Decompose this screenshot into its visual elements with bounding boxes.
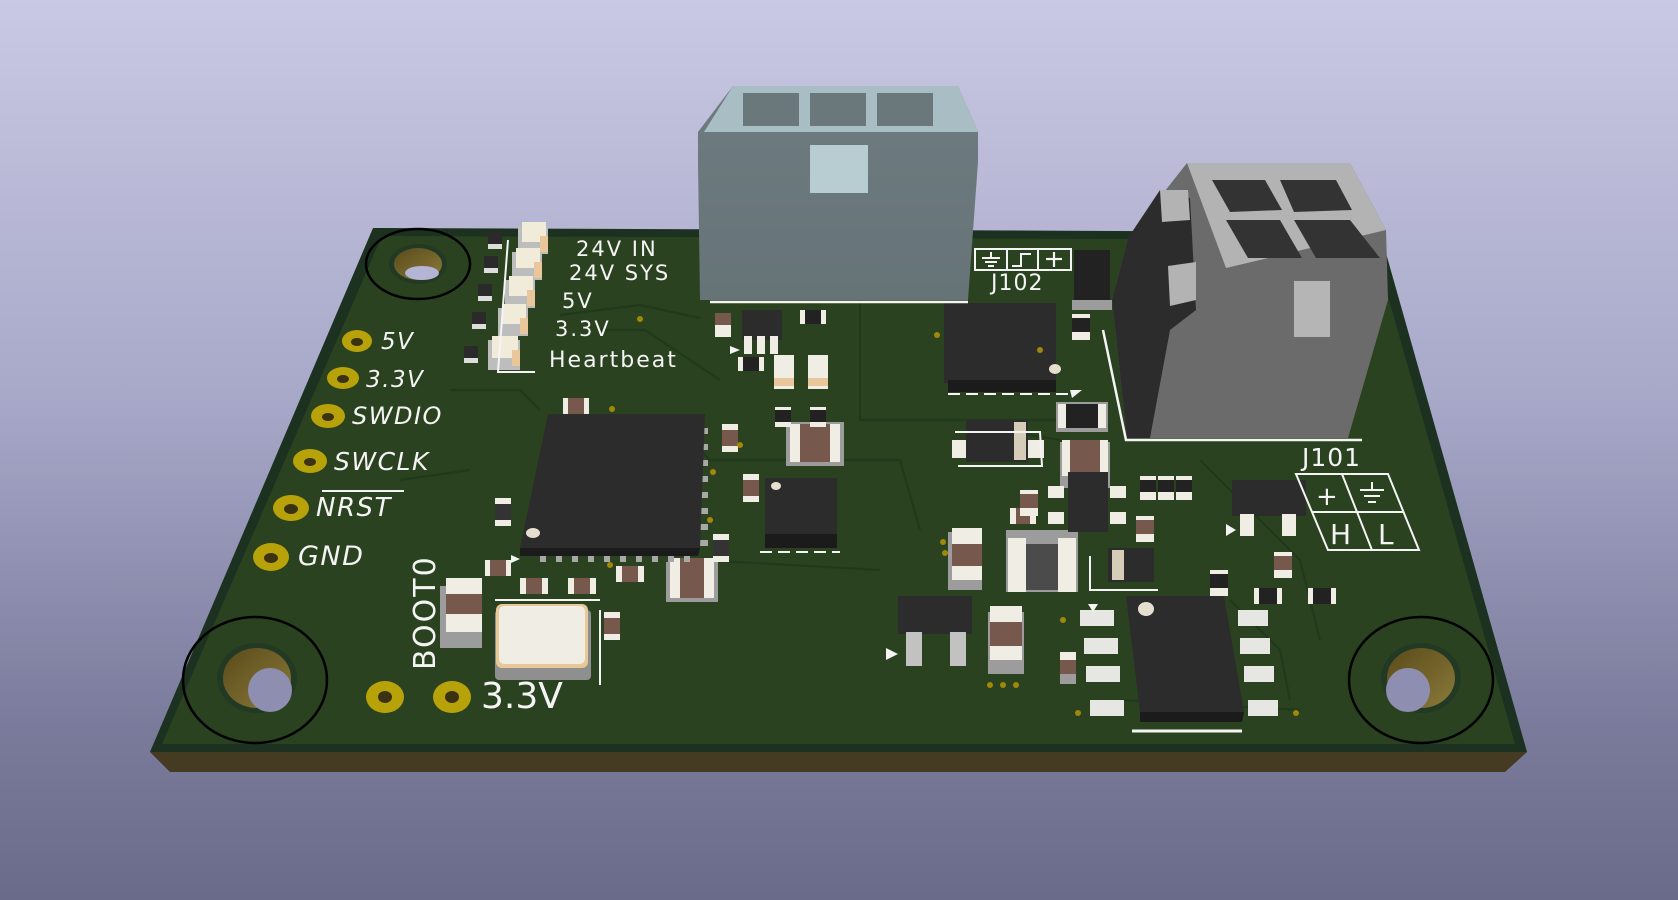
j101-ref-label: J101	[1300, 443, 1361, 472]
j102-legend: J102	[974, 248, 1072, 296]
status-leds	[464, 222, 548, 373]
led-5v	[478, 276, 535, 308]
boot0-3v3-label: 3.3V	[481, 676, 563, 717]
pin-label-nrst: NRST	[316, 493, 393, 523]
led-heartbeat	[464, 336, 520, 370]
bulk-capacitor	[440, 578, 482, 648]
pad-swdio	[311, 404, 345, 428]
mounting-hole-bottom-left	[181, 615, 329, 745]
j101-pin-plus: +	[1316, 482, 1338, 512]
board-edge	[150, 752, 1527, 772]
label-24v-sys: 24V SYS	[569, 261, 670, 285]
debug-header: 5V 3.3V SWDIO SWCLK NRST GND	[253, 329, 443, 572]
transistor-sot23-c	[1089, 548, 1158, 591]
pad-nrst	[273, 495, 309, 521]
regulator-sot23-5	[730, 310, 782, 354]
j101-pin-h: H	[1330, 518, 1351, 551]
pin-label-3v3: 3.3V	[366, 367, 425, 393]
copper-traces	[399, 300, 1322, 712]
crystal-oscillator	[495, 599, 601, 685]
mounting-hole-bottom-right	[1347, 615, 1495, 745]
pin-label-gnd: GND	[298, 541, 364, 572]
j101-pin-l: L	[1378, 518, 1394, 551]
pad-swclk	[293, 449, 327, 473]
diode-smd	[952, 420, 1044, 467]
transistor-sot23-b	[886, 596, 972, 666]
boot0-jumper: BOOT0 3.3V	[366, 555, 563, 717]
label-heartbeat: Heartbeat	[549, 348, 678, 373]
j101-ground-symbol-icon	[1360, 482, 1384, 503]
connector-j101	[1101, 163, 1388, 442]
pad-boot0-3v3	[433, 681, 471, 713]
ic-soic8	[1080, 596, 1278, 733]
pad-3v3	[327, 367, 359, 389]
boot0-label: BOOT0	[408, 555, 443, 670]
label-3v3: 3.3V	[555, 317, 611, 341]
pin-label-5v: 5V	[381, 329, 415, 355]
ic-small-sot	[1048, 472, 1126, 532]
mcu-lqfp	[511, 414, 708, 563]
vias	[607, 316, 1299, 716]
led-24v-sys	[484, 248, 542, 280]
label-5v: 5V	[562, 289, 594, 313]
pin-label-swclk: SWCLK	[334, 447, 431, 476]
transistor-sot23-a	[1226, 480, 1306, 536]
led-labels: 24V IN 24V SYS 5V 3.3V Heartbeat	[549, 237, 678, 373]
label-24v-in: 24V IN	[576, 237, 658, 261]
passive-components	[485, 250, 1336, 684]
pad-5v	[342, 330, 372, 352]
pad-gnd	[253, 543, 289, 571]
j101-legend: J101 + H L	[1294, 443, 1421, 551]
mounting-hole-top-left	[364, 227, 472, 301]
ground-symbol-icon	[982, 252, 1000, 267]
j102-ref-label: J102	[989, 271, 1043, 296]
pad-boot0	[366, 681, 404, 713]
plus-symbol-icon	[1046, 252, 1062, 267]
pulse-symbol-icon	[1012, 253, 1031, 267]
connector-j102	[698, 86, 978, 304]
ic-qfn	[760, 478, 840, 553]
ic-qfn-large	[944, 303, 1082, 398]
pin-label-swdio: SWDIO	[352, 402, 443, 430]
